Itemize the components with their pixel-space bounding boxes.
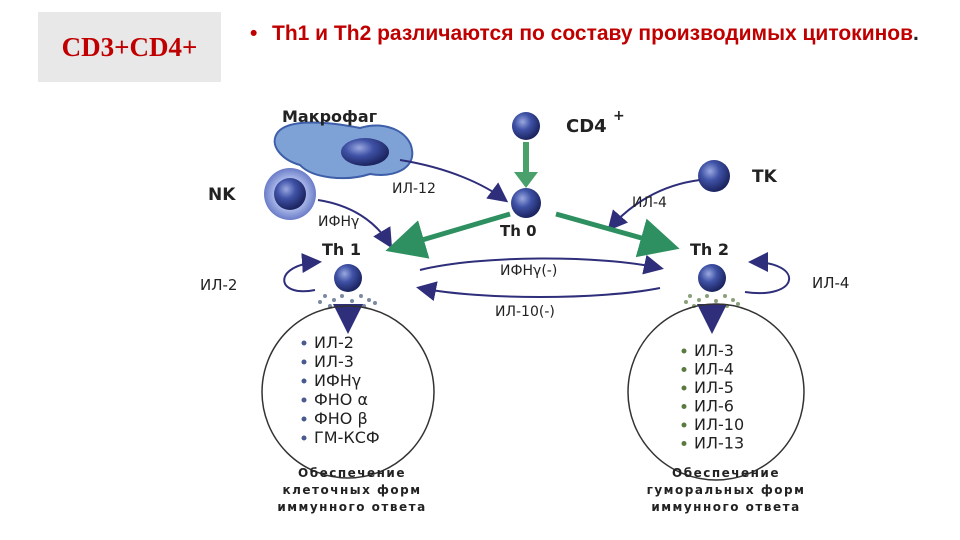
cytokine-item: ИФНγ bbox=[314, 371, 361, 390]
cytokine-item: ИЛ-2 bbox=[314, 333, 354, 352]
cd4-superscript: + bbox=[613, 108, 625, 124]
cytokine-bullet bbox=[301, 435, 307, 441]
cytokine-bullet bbox=[681, 404, 687, 409]
il10-inhibition-label: ИЛ-10(-) bbox=[495, 304, 555, 320]
th1-caption: Обеспечение клеточных форм иммунного ответ… bbox=[277, 466, 426, 514]
nk-ifng-arrow bbox=[317, 199, 393, 249]
caption-line: Обеспечение bbox=[672, 466, 780, 480]
th0-to-th2-arrow bbox=[555, 211, 680, 258]
th1-label: Th 1 bbox=[322, 240, 361, 259]
th2-secretion-dots bbox=[684, 294, 740, 312]
bullet-period: . bbox=[913, 22, 919, 45]
cytokine-item: ИЛ-5 bbox=[694, 378, 734, 397]
cytokine-item: ИЛ-6 bbox=[694, 397, 734, 416]
caption-line: гуморальных форм bbox=[647, 483, 806, 497]
macrophage-cell bbox=[273, 121, 414, 180]
th1-il2-autocrine-arrow bbox=[283, 253, 322, 293]
caption-line: Обеспечение bbox=[298, 466, 406, 480]
cytokine-bullet bbox=[681, 441, 687, 446]
th0-to-th1-arrow bbox=[385, 211, 511, 259]
cytokine-bullet bbox=[301, 359, 307, 365]
cytokine-item: ИЛ-3 bbox=[314, 352, 354, 371]
il12-arrow bbox=[399, 159, 509, 203]
cytokine-bullet bbox=[681, 367, 687, 372]
cytokine-bullet bbox=[301, 416, 307, 422]
cytokine-item: ИЛ-4 bbox=[694, 360, 734, 379]
cytokine-item: ИЛ-13 bbox=[694, 434, 744, 453]
nk-cell bbox=[274, 178, 306, 210]
cytokine-item: ФНО α bbox=[314, 390, 368, 409]
macrophage-label: Макрофаг bbox=[282, 107, 377, 126]
nk-label: NK bbox=[208, 185, 236, 205]
cytokine-bullet bbox=[681, 385, 687, 391]
th2-il4-label: ИЛ-4 bbox=[812, 274, 849, 292]
cytokine-bullet bbox=[301, 378, 307, 384]
tk-il4-arrow bbox=[607, 179, 701, 232]
th0-label: Th 0 bbox=[500, 222, 537, 240]
il12-label: ИЛ-12 bbox=[392, 181, 436, 197]
cytokine-bullet bbox=[301, 340, 307, 346]
th1-cell bbox=[334, 264, 362, 292]
th2-cytokine-circle bbox=[627, 303, 805, 481]
cytokine-item: ИЛ-3 bbox=[694, 341, 734, 360]
cytokine-bullet bbox=[681, 348, 687, 354]
th1-cytokine-circle bbox=[261, 305, 435, 479]
tk-label: TK bbox=[752, 167, 778, 187]
cytokine-item: ИЛ-10 bbox=[694, 415, 744, 434]
tk-il4-label: ИЛ-4 bbox=[632, 195, 667, 211]
th0-cell bbox=[511, 188, 541, 218]
th2-caption: Обеспечение гуморальных форм иммунного отв… bbox=[647, 466, 806, 514]
title-box: CD3+CD4+ bbox=[38, 12, 221, 82]
caption-line: иммунного ответа bbox=[277, 500, 426, 514]
caption-line: клеточных форм bbox=[282, 483, 421, 497]
cytokine-bullet bbox=[681, 422, 687, 428]
il10-inhibition-arrow bbox=[416, 281, 661, 301]
nk-ifng-label: ИФНγ bbox=[318, 214, 359, 230]
cytokine-item: ГМ-КСФ bbox=[314, 428, 380, 447]
th1-il2-label: ИЛ-2 bbox=[200, 276, 237, 294]
ifng-inhibition-arrow bbox=[419, 254, 664, 275]
slide-title: CD3+CD4+ bbox=[61, 31, 198, 62]
cd4-cell bbox=[512, 112, 540, 140]
cytokine-bullet bbox=[301, 397, 307, 403]
tk-cell bbox=[698, 160, 730, 192]
bullet-point: • Th1 и Th2 различаются по составу произ… bbox=[250, 20, 940, 48]
th2-label: Th 2 bbox=[690, 240, 729, 259]
cytokine-item: ФНО β bbox=[314, 409, 368, 428]
caption-line: иммунного ответа bbox=[651, 500, 800, 514]
th2-il4-autocrine-arrow bbox=[744, 252, 791, 295]
ifng-inhibition-label: ИФНγ(-) bbox=[500, 263, 557, 279]
cd4-arrow-head bbox=[514, 172, 538, 188]
th2-cell bbox=[698, 264, 726, 292]
bullet-marker: • bbox=[250, 22, 258, 45]
cd4-label: CD4 bbox=[566, 116, 607, 137]
bullet-text: Th1 и Th2 различаются по составу произво… bbox=[272, 22, 914, 45]
